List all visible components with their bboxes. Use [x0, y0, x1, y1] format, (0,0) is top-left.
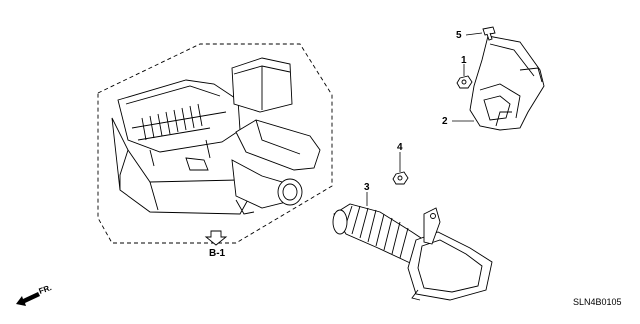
callout-5: 5: [456, 30, 462, 41]
bracket-part: [469, 35, 545, 131]
leader-5: [465, 32, 483, 36]
callout-2: 2: [442, 116, 448, 127]
down-arrow-icon: [204, 230, 228, 246]
intake-duct-part: [332, 203, 493, 301]
drawing-code: SLN4B0105: [573, 297, 622, 307]
callout-4: 4: [397, 142, 403, 153]
front-direction-indicator: FR.: [16, 283, 53, 306]
bolt-part: [482, 26, 496, 41]
clip-screw-part: [392, 171, 409, 185]
nut-part: [456, 75, 473, 89]
air-cleaner-assembly: [97, 43, 333, 244]
callout-1: 1: [461, 55, 467, 66]
callouts: [366, 32, 483, 206]
direction-label: FR.: [38, 283, 53, 296]
reference-arrow: B-1: [204, 230, 228, 259]
callout-3: 3: [364, 182, 370, 193]
dashed-boundary: [97, 43, 333, 244]
front-arrow-icon: [16, 292, 40, 306]
reference-label: B-1: [209, 248, 226, 259]
